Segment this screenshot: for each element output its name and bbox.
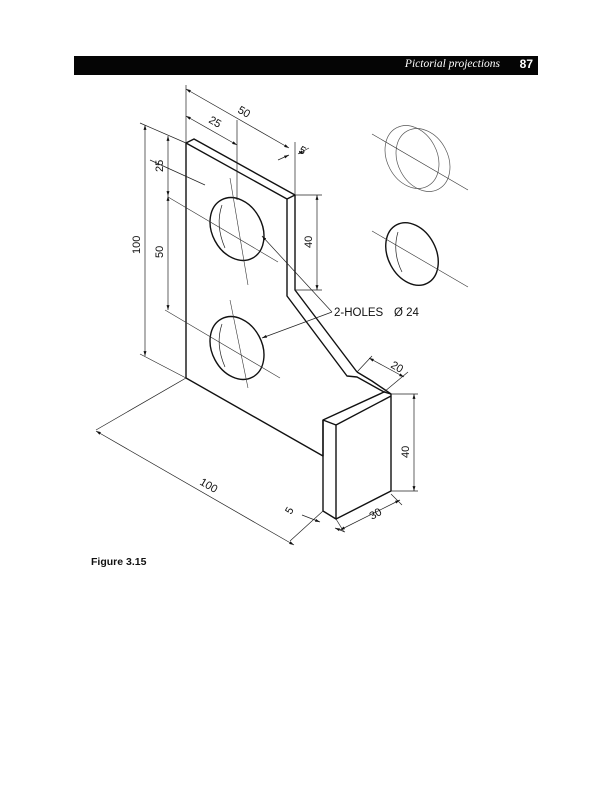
- dim-overall-height: 100: [131, 236, 143, 254]
- top-edge: [185, 138, 296, 200]
- dim-base-length: 100: [198, 476, 220, 496]
- dim-top-hole-offset: 25: [154, 160, 166, 172]
- dim-top-half: 25: [207, 114, 224, 131]
- lower-hole: [209, 315, 265, 381]
- lower-hole-centerline-2: [229, 299, 249, 389]
- object-outline: [185, 138, 392, 520]
- page-number: 87: [519, 57, 533, 71]
- front-face: [185, 142, 385, 457]
- construction-ellipse-c: [385, 222, 439, 286]
- construction-ellipse-c-inner: [395, 231, 403, 273]
- upper-hole-centerline-2: [229, 177, 249, 286]
- running-title: Pictorial projections: [404, 58, 500, 70]
- dimension-lines: [95, 88, 416, 546]
- dim-step-height: 40: [303, 236, 315, 248]
- figure-caption: Figure 3.15: [91, 556, 147, 568]
- construction-centerline-2: [371, 230, 469, 288]
- dim-plate-thickness: 5: [297, 144, 308, 157]
- dim-foot-depth: 30: [368, 506, 385, 523]
- foot-block: [322, 391, 392, 520]
- holes: [164, 177, 281, 389]
- dim-foot-thickness: 5: [283, 505, 296, 516]
- dim-hole-spacing: 50: [154, 246, 166, 258]
- upper-hole-inner: [218, 204, 226, 249]
- construction-ellipse-b: [395, 128, 451, 192]
- lower-hole-inner: [218, 323, 226, 368]
- construction-ellipse-a: [384, 125, 440, 189]
- side-edge: [294, 195, 358, 373]
- lower-hole-centerline: [164, 309, 281, 379]
- foot-top: [322, 371, 392, 426]
- construction-ellipses: [371, 125, 469, 288]
- construction-centerline: [371, 133, 469, 191]
- dim-top-width: 50: [236, 104, 253, 121]
- running-header-bar: Pictorial projections 87: [74, 56, 538, 75]
- dim-foot-width: 20: [389, 359, 406, 376]
- upper-hole-centerline: [167, 196, 279, 263]
- hole-note-label: 2-HOLES: [334, 307, 384, 319]
- dim-foot-height: 40: [400, 446, 412, 458]
- upper-hole: [209, 196, 265, 262]
- hole-note-diameter: Ø 24: [394, 307, 420, 319]
